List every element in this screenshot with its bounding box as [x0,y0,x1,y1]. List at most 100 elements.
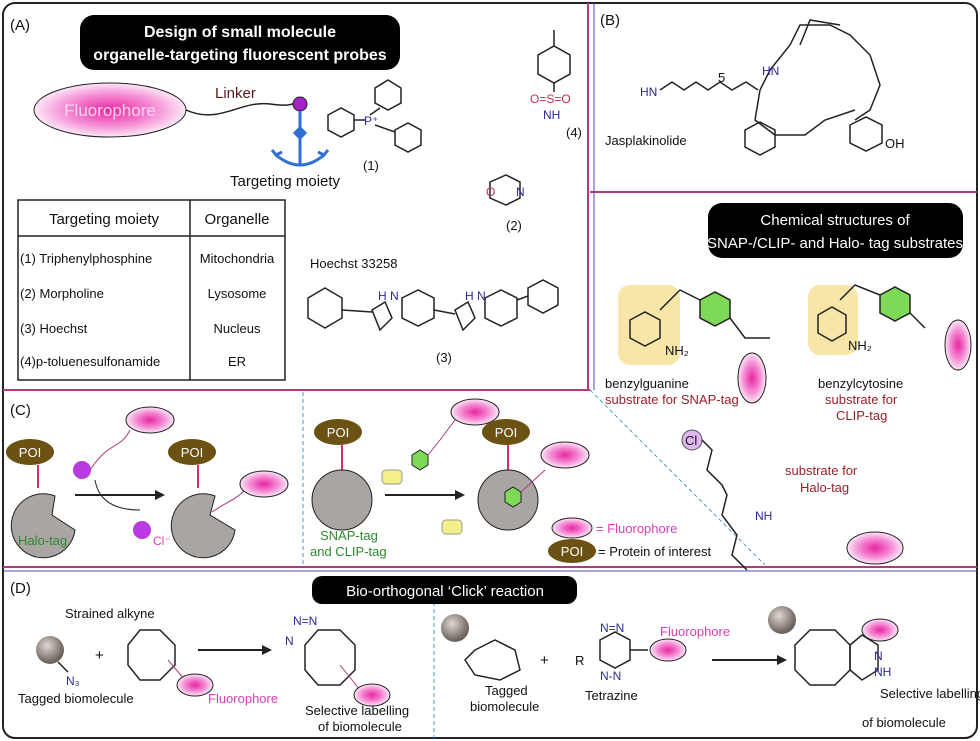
legend-poi-icon [548,539,596,563]
atom-label: H N [378,289,399,303]
poi-ellipse [6,439,54,465]
fluorophore-ellipse [861,618,899,642]
atom-label: N=N [293,614,317,628]
atom-label: O [486,185,495,199]
legend-fluorophore: = Fluorophore [596,521,677,536]
atom-label: N [516,185,525,199]
plus-sign: + [95,647,104,664]
anchor-icon [270,111,330,167]
panel-substrates: Chemical structures of SNAP-/CLIP- and H… [605,203,972,571]
table-cell: (3) Hoechst [20,321,88,336]
fluorophore-ellipse [737,352,767,404]
fluorophore-ellipse [944,319,972,371]
selective-label: of biomolecule [862,715,946,730]
plus-sign: + [540,652,549,669]
panel-label: (C) [10,402,31,419]
fluorophore-ellipse [353,683,391,707]
fluorophore-ellipse [450,398,500,426]
hoechst-structure [307,279,559,332]
panel-label: (B) [600,12,620,29]
fluorophore-label: Fluorophore [64,101,156,120]
panel-label: (D) [10,580,31,597]
tagged-biomolecule-label: Tagged biomolecule [18,691,134,706]
triazole-product-ring [304,629,356,686]
poi-label: POI [181,445,203,460]
poi-ellipse [482,419,530,445]
panel-c: (C) POI Halo-tag Cl⁻ POI POI SNAP-tag an… [6,398,711,563]
atom-label: NH [543,108,560,122]
linker-node [292,96,308,112]
selective-label: Selective labelling [305,703,409,718]
substrate-label: Halo-tag [800,480,849,495]
legend-poi: = Protein of interest [598,544,711,559]
panel-label: (A) [10,17,30,34]
panel-b: (B) HN 5 HN OH Jasplakinolide [600,12,905,156]
atom-label: Cl [685,433,697,448]
table-cell: ER [228,354,246,369]
morpholine-structure [489,174,521,206]
benzyl-ring [879,286,911,322]
poi-label: POI [495,425,517,440]
trans-cyclooctene-ring [464,639,521,681]
product-ring [794,629,851,686]
cytosine-ring [817,306,847,342]
atom-label: NH [755,509,772,523]
atom-label: H N [465,289,486,303]
guanine-ring [629,311,661,347]
poi-label: POI [327,425,349,440]
halo-linker [701,439,748,571]
fluorophore-ellipse [239,470,289,498]
substrate-label: substrate for [825,392,898,407]
fluorophore-ellipse [649,638,687,662]
selective-label: of biomolecule [318,719,402,734]
atom-label: HN [640,85,657,99]
snap-tag-label: SNAP-tag [320,528,378,543]
panel-d: (D) Bio-orthogonal ‘Click’ reaction N₃ T… [10,576,980,734]
fluorophore-ellipse [846,531,904,565]
halo-tag-shape [10,493,76,559]
triphenylphosphine-structure [327,79,422,153]
title: Bio-orthogonal ‘Click’ reaction [346,583,544,600]
linker-label: Linker [215,85,256,102]
strained-alkyne-label: Strained alkyne [65,606,155,621]
biomolecule-bead [36,636,64,664]
atom-label: R [575,653,584,668]
compound-name: Jasplakinolide [605,133,687,148]
chloride-label: Cl⁻ [153,534,171,548]
substrate-label: substrate for [785,463,858,478]
table-cell: (1) Triphenylphosphine [20,251,152,266]
legend-fluorophore-icon [551,517,593,539]
compound-number: (2) [506,218,522,233]
substrate-chloride [73,461,91,479]
atom-label: NH [874,665,891,679]
biomolecule-bead [768,606,796,634]
fluorophore-label: Fluorophore [208,691,278,706]
table-cell: (2) Morpholine [20,286,104,301]
poi-ellipse [168,439,216,465]
linker-line [185,102,301,116]
jasplakinolide-structure [659,19,883,156]
benzyl-ring [699,291,731,327]
table-cell: Mitochondria [200,251,275,266]
atom-label: N [874,649,883,663]
atom-label: N [285,634,294,648]
hoechst-name: Hoechst 33258 [310,256,397,271]
substrate-label: substrate for SNAP-tag [605,392,739,407]
snap-tag-label: and CLIP-tag [310,544,387,559]
poi-label: POI [561,544,583,559]
title-box [80,15,400,70]
fluorophore-ellipse [540,441,590,469]
poi-label: POI [19,445,41,460]
tetrazine-ring [599,631,631,669]
targeting-label: Targeting moiety [230,173,341,190]
atom-label: O=S=O [530,92,571,106]
cytosine-highlight [808,285,858,355]
atom-label: 5 [718,70,725,85]
panel-a: (A) Design of small molecule organelle-t… [10,15,582,381]
atom-label: N-N [600,669,621,683]
organelle-table: Targeting moiety Organelle (1) Triphenyl… [17,199,286,381]
tetrazine-label: Tetrazine [585,688,638,703]
tagged-biomolecule-label: biomolecule [470,699,539,714]
table-cell: Lysosome [208,286,267,301]
